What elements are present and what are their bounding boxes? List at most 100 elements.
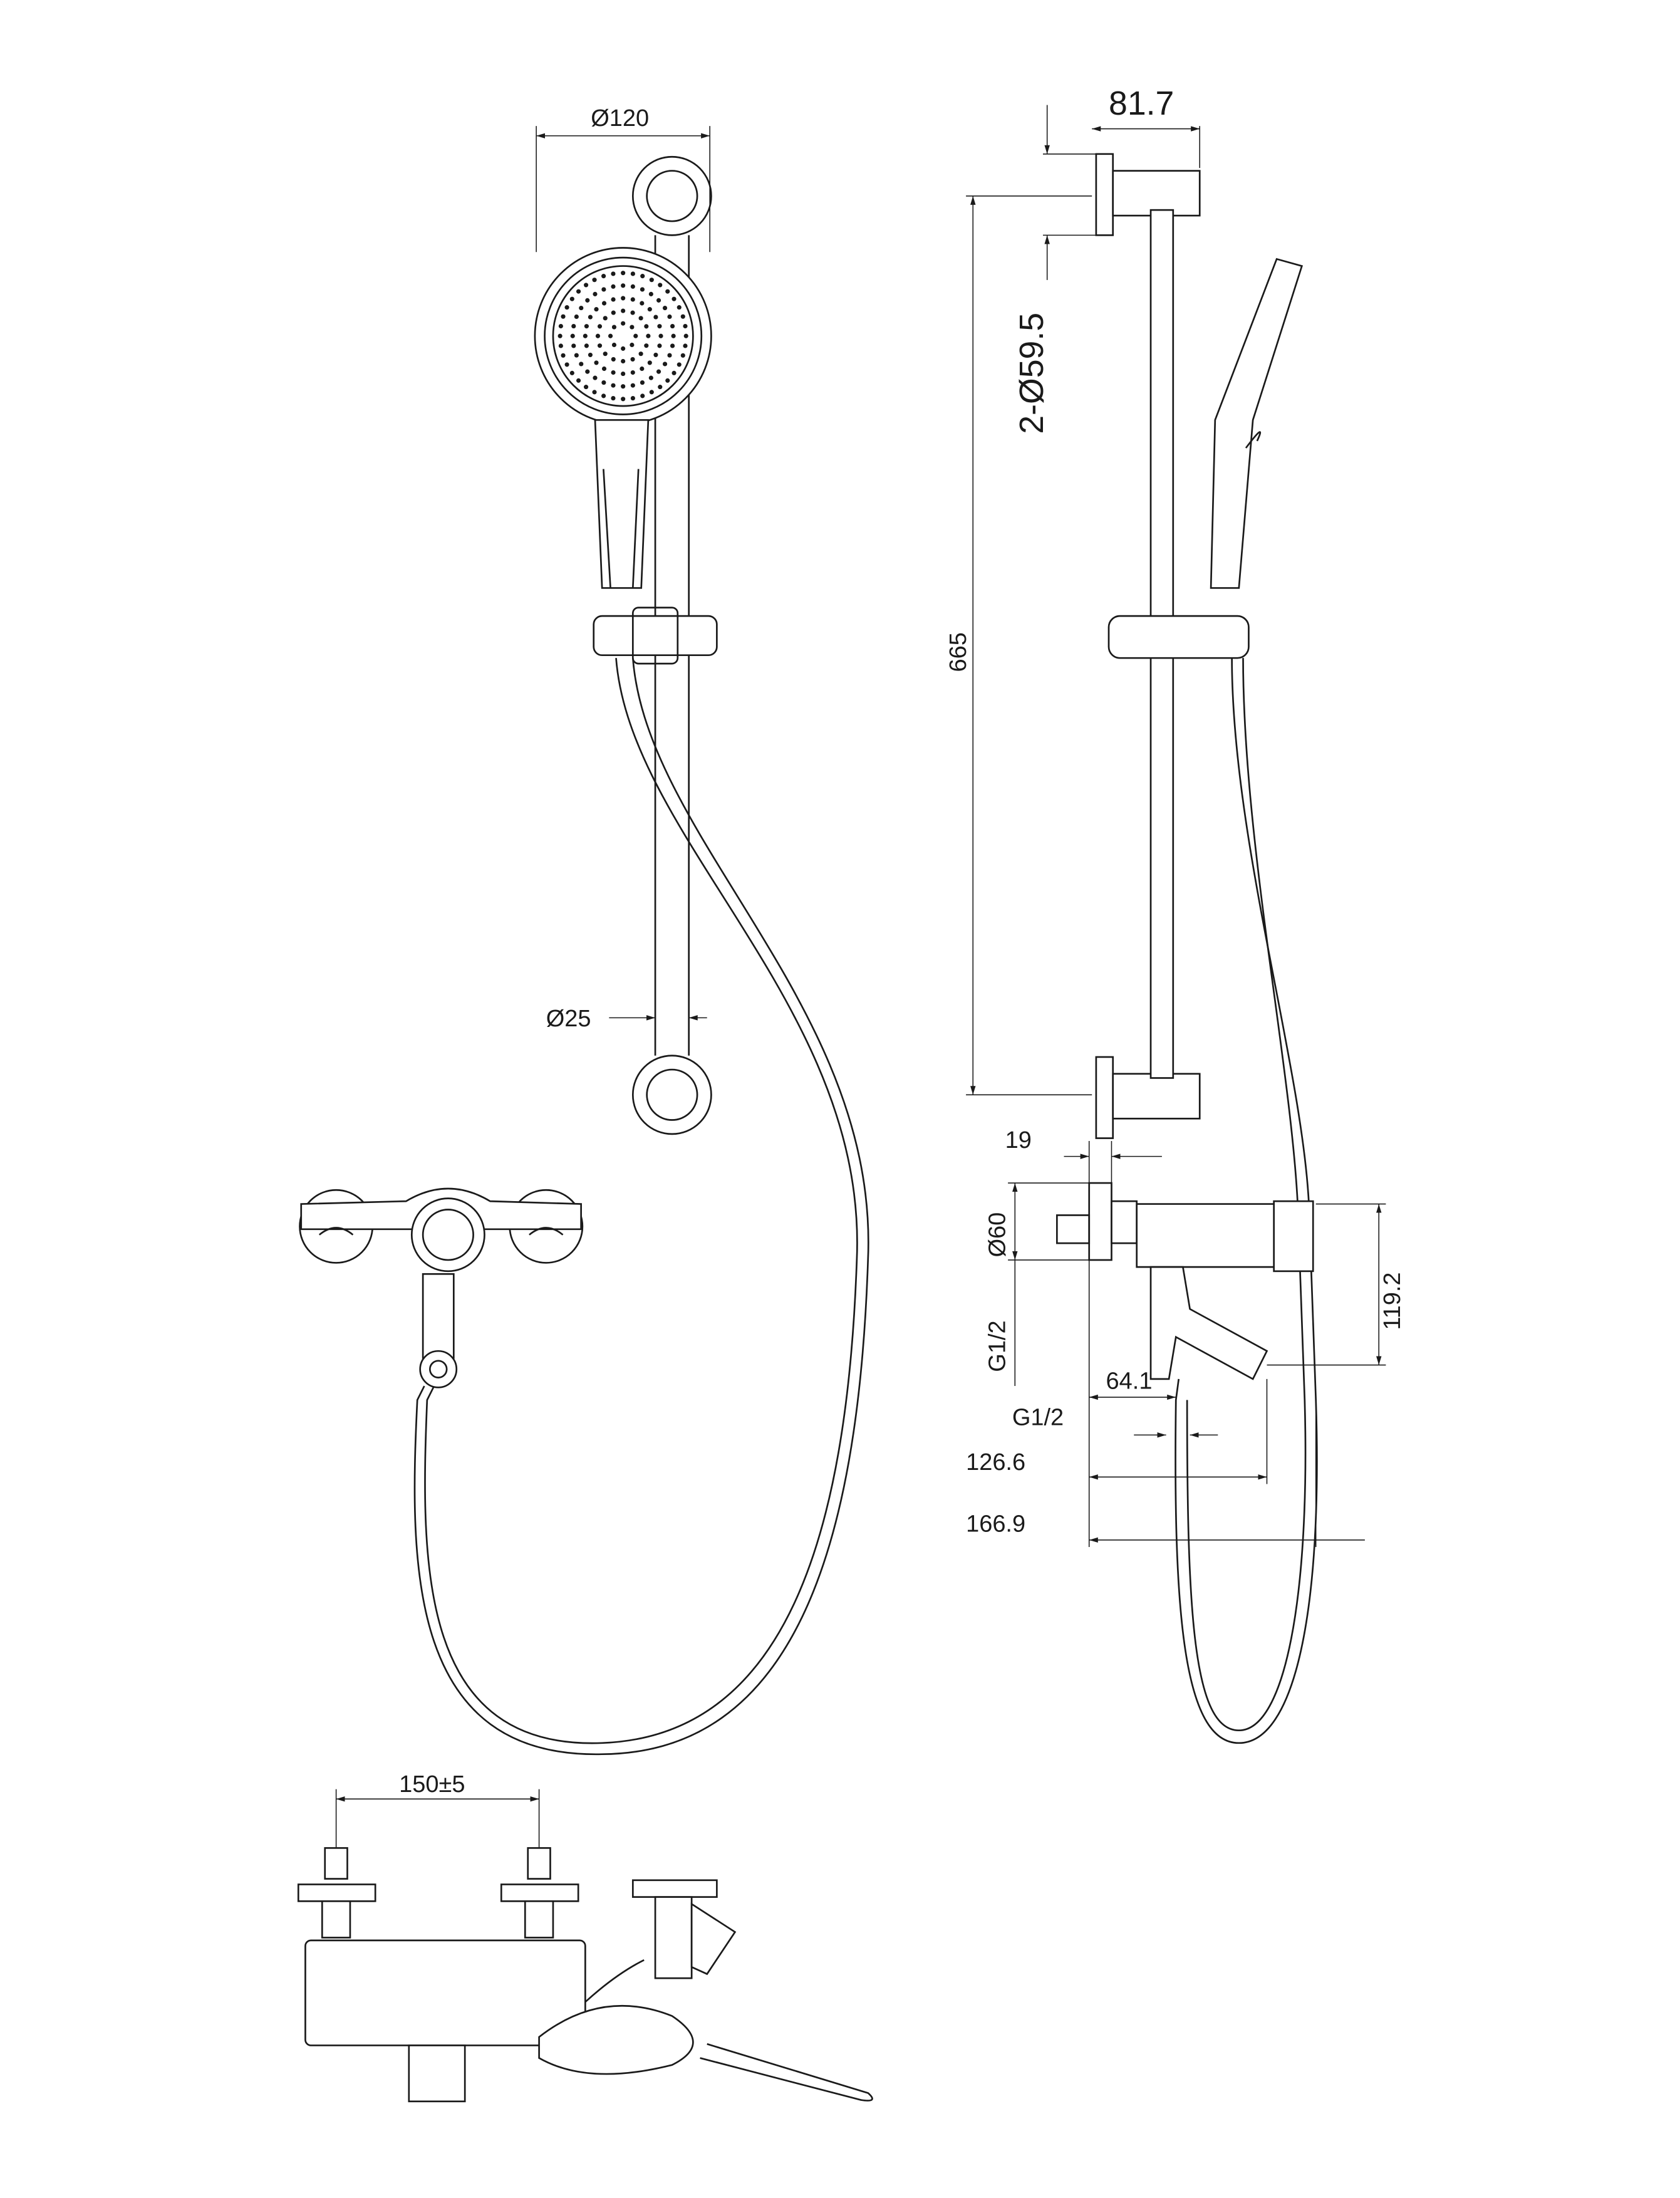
spray-nozzle xyxy=(611,370,616,375)
spray-nozzle xyxy=(640,301,645,306)
spray-nozzle xyxy=(640,393,645,398)
label-bracket-diameter: 2-Ø59.5 xyxy=(1013,313,1050,434)
spray-nozzle xyxy=(680,353,685,358)
dim-inlet-centers: 150±5 xyxy=(335,1771,540,1855)
spray-nozzle xyxy=(677,362,682,367)
spray-nozzle xyxy=(611,395,616,401)
spray-nozzle xyxy=(646,333,651,338)
spray-nozzle xyxy=(621,271,626,276)
spray-nozzle xyxy=(585,298,590,303)
spray-nozzle xyxy=(683,333,688,338)
dim-escutcheon-depth: 19 xyxy=(1005,1127,1162,1184)
spray-nozzle xyxy=(574,353,579,358)
spray-nozzle xyxy=(583,333,588,338)
spray-nozzle xyxy=(601,301,607,306)
spray-nozzle xyxy=(597,324,603,329)
spray-nozzle xyxy=(595,333,601,338)
label-escutcheon-diameter: Ø60 xyxy=(985,1212,1011,1258)
spray-nozzle xyxy=(601,380,606,385)
spray-nozzle xyxy=(569,370,574,375)
spray-nozzle xyxy=(648,375,653,380)
spray-nozzle xyxy=(633,333,638,338)
spray-nozzle xyxy=(653,352,658,357)
spray-nozzle xyxy=(648,291,653,296)
spray-nozzle xyxy=(558,323,563,329)
side-view: 81.7 2-Ø59.5 665 19 Ø60 xyxy=(945,85,1406,1744)
spray-nozzle xyxy=(611,284,616,289)
spray-nozzle xyxy=(593,375,598,380)
spray-nozzle xyxy=(647,360,652,365)
spray-nozzle xyxy=(611,357,616,362)
spray-nozzle xyxy=(576,289,581,294)
spray-nozzle xyxy=(557,333,563,338)
spray-nozzle xyxy=(630,325,635,330)
label-total-projection: 166.9 xyxy=(966,1511,1025,1537)
spray-nozzle xyxy=(671,333,676,338)
spray-nozzle xyxy=(594,360,599,365)
spray-nozzle xyxy=(665,289,670,294)
dim-rail-length: 665 xyxy=(945,195,1092,1096)
spray-nozzle xyxy=(640,366,645,372)
spray-nozzle xyxy=(584,343,589,348)
spray-nozzle xyxy=(561,314,566,319)
spray-nozzle xyxy=(611,310,616,315)
dim-head-diameter: Ø120 xyxy=(536,105,710,253)
spray-nozzle xyxy=(658,333,663,338)
spray-nozzle xyxy=(571,343,576,348)
label-escutcheon-depth: 19 xyxy=(1005,1127,1032,1154)
side-hand-shower xyxy=(1210,258,1304,589)
spray-nozzle xyxy=(662,305,668,311)
spray-nozzle xyxy=(677,305,682,310)
spray-nozzle xyxy=(558,343,563,348)
spray-nozzle xyxy=(611,325,617,330)
spray-nozzle xyxy=(611,383,616,388)
spray-nozzle xyxy=(621,321,626,326)
spray-nozzle xyxy=(649,278,654,283)
spray-nozzle xyxy=(653,315,658,320)
spray-nozzle xyxy=(603,352,608,357)
spray-nozzle xyxy=(621,283,626,288)
spray-nozzle xyxy=(594,307,599,312)
spray-nozzle xyxy=(667,314,672,320)
spray-nozzle xyxy=(588,352,593,357)
label-outlet-thread: G1/2 xyxy=(1012,1405,1064,1431)
spray-nozzle xyxy=(597,343,603,348)
spray-nozzle xyxy=(657,343,662,348)
slider-holder xyxy=(593,607,718,665)
hand-shower-head xyxy=(534,247,712,589)
shower-hose xyxy=(424,658,858,1744)
spray-nozzle xyxy=(630,357,635,362)
spray-nozzle xyxy=(662,362,668,367)
spray-nozzle xyxy=(579,305,584,311)
bottom-wall-bracket xyxy=(631,1055,712,1135)
label-spout-projection: 126.6 xyxy=(966,1449,1025,1476)
spray-nozzle xyxy=(683,323,688,329)
spray-nozzle xyxy=(601,274,606,279)
label-rail-length: 665 xyxy=(945,632,972,672)
spray-nozzle xyxy=(621,384,626,389)
spray-nozzle xyxy=(608,333,613,338)
spray-nozzle xyxy=(601,393,606,398)
spray-nozzle xyxy=(640,287,645,292)
label-inlet-centers: 150±5 xyxy=(399,1771,465,1798)
spray-nozzle xyxy=(630,284,635,289)
spray-nozzle xyxy=(671,296,677,301)
spray-nozzle xyxy=(593,291,598,296)
spray-nozzle xyxy=(667,353,672,358)
spray-nozzle xyxy=(644,324,649,329)
spray-nozzle xyxy=(601,366,607,372)
spray-nozzle xyxy=(630,310,635,315)
spray-nozzle xyxy=(671,370,677,375)
dim-outlet-height: 119.2 xyxy=(1267,1203,1406,1366)
label-head-diameter: Ø120 xyxy=(591,105,649,132)
spray-nozzle xyxy=(630,370,635,375)
spray-nozzle xyxy=(579,362,584,367)
spray-nozzle xyxy=(630,342,635,348)
spray-nozzle xyxy=(571,323,576,329)
spray-nozzle xyxy=(585,369,590,374)
spray-nozzle xyxy=(576,378,581,383)
top-wall-bracket xyxy=(631,155,712,236)
spray-nozzle xyxy=(564,362,569,367)
label-rail-offset: 81.7 xyxy=(1109,85,1174,122)
dim-rail-offset: 81.7 xyxy=(1092,85,1201,169)
